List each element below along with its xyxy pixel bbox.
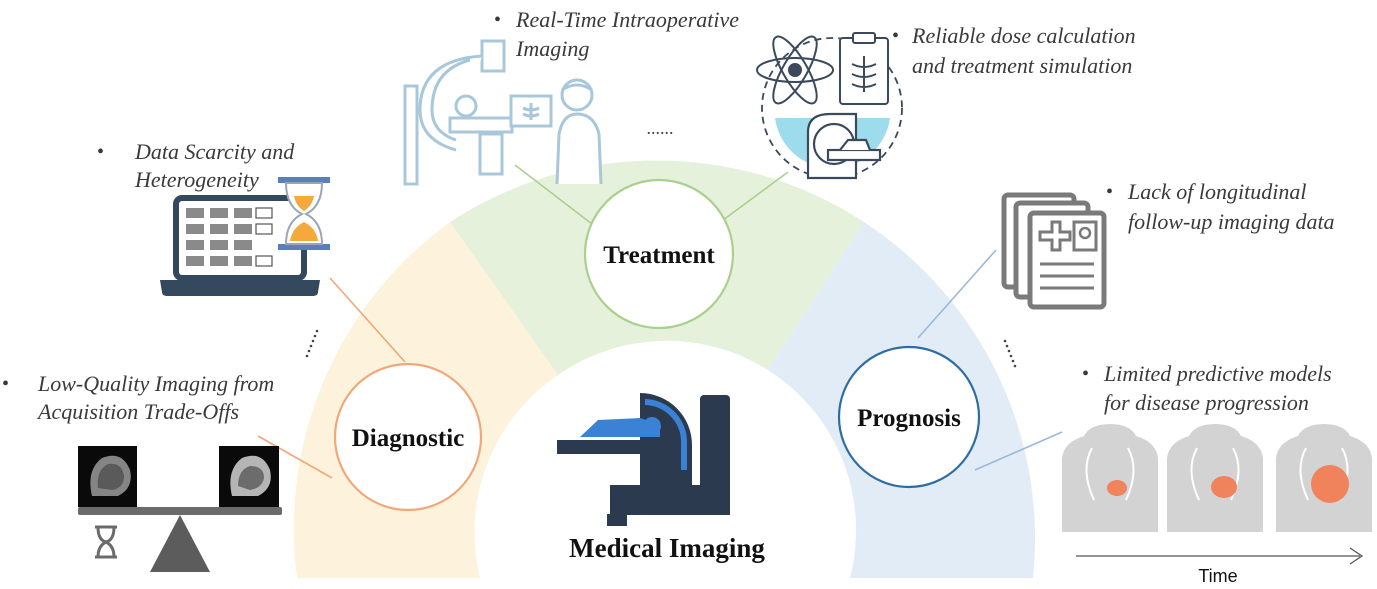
clipboard-xray-icon — [839, 32, 889, 105]
challenge-line-1: Lack of longitudinal — [1127, 179, 1306, 204]
challenge-data-scarcity: • Data Scarcity and Heterogeneity — [97, 139, 295, 192]
connector-low-quality — [257, 435, 333, 479]
challenge-predictive: • Limited predictive models for disease … — [1082, 361, 1332, 415]
medical-record-icon — [1001, 192, 1107, 310]
ellipsis-prognosis — [1003, 339, 1017, 368]
bullet: • — [1106, 181, 1113, 203]
bullet: • — [892, 25, 899, 47]
ellipsis-treatment: ...... — [647, 118, 674, 138]
balance-scale-icon — [78, 507, 282, 572]
center-title: Medical Imaging — [569, 533, 765, 563]
stage-node-diagnostic: Diagnostic — [333, 362, 483, 512]
treatment-label: Treatment — [603, 242, 715, 269]
challenge-line-1: Reliable dose calculation — [911, 23, 1136, 48]
challenge-line-2: Imaging — [515, 36, 589, 61]
challenge-line-2: and treatment simulation — [912, 53, 1132, 78]
diagnostic-label: Diagnostic — [352, 425, 465, 452]
hourglass-small-icon — [95, 525, 117, 559]
bullet: • — [97, 141, 104, 163]
challenge-line-2: for disease progression — [1104, 390, 1309, 415]
challenge-dose: • Reliable dose calculation and treatmen… — [892, 23, 1136, 78]
laptop-table-icon — [160, 195, 320, 296]
challenge-longitudinal: • Lack of longitudinal follow-up imaging… — [1106, 179, 1335, 234]
bullet: • — [494, 9, 501, 31]
mri-scanner-icon — [557, 393, 730, 526]
surgeon-icon — [555, 78, 603, 185]
time-label: Time — [1198, 566, 1237, 586]
atom-icon — [756, 35, 834, 105]
challenge-line-2: Acquisition Trade-Offs — [36, 399, 239, 424]
connector-intraoperative — [514, 164, 593, 225]
bullet: • — [1082, 363, 1089, 385]
torso-1 — [1062, 424, 1158, 532]
connector-dose — [714, 171, 789, 227]
challenge-line-1: Limited predictive models — [1103, 361, 1332, 386]
challenge-line-1: Low-Quality Imaging from — [37, 371, 274, 396]
ellipsis-markers: ...... — [305, 118, 1017, 368]
ellipsis-diagnostic — [305, 329, 319, 358]
challenge-line-2: Heterogeneity — [134, 167, 259, 192]
stage-node-treatment: Treatment — [583, 178, 735, 330]
c-arm-xray-icon — [403, 39, 553, 186]
connector-longitudinal — [917, 249, 997, 339]
ct-scanner-icon — [806, 112, 882, 180]
challenge-line-1: Real-Time Intraoperative — [515, 7, 739, 32]
mri-brain-icon — [78, 446, 279, 507]
challenge-line-1: Data Scarcity and — [134, 139, 295, 164]
stage-node-prognosis: Prognosis — [837, 345, 981, 489]
connector-predictive — [974, 431, 1063, 471]
torso-2 — [1167, 424, 1263, 532]
prognosis-label: Prognosis — [857, 405, 961, 432]
challenge-low-quality: • Low-Quality Imaging from Acquisition T… — [2, 371, 274, 424]
bullet: • — [2, 373, 9, 395]
connector-data-scarcity — [329, 277, 406, 363]
time-axis: Time — [1076, 547, 1364, 586]
torso-tumor-icon — [1062, 424, 1372, 532]
connector-lines — [257, 164, 1063, 479]
challenge-line-2: follow-up imaging data — [1128, 209, 1335, 234]
torso-3 — [1276, 424, 1372, 532]
hourglass-icon — [278, 177, 330, 250]
challenge-intraoperative: • Real-Time Intraoperative Imaging — [494, 7, 739, 61]
